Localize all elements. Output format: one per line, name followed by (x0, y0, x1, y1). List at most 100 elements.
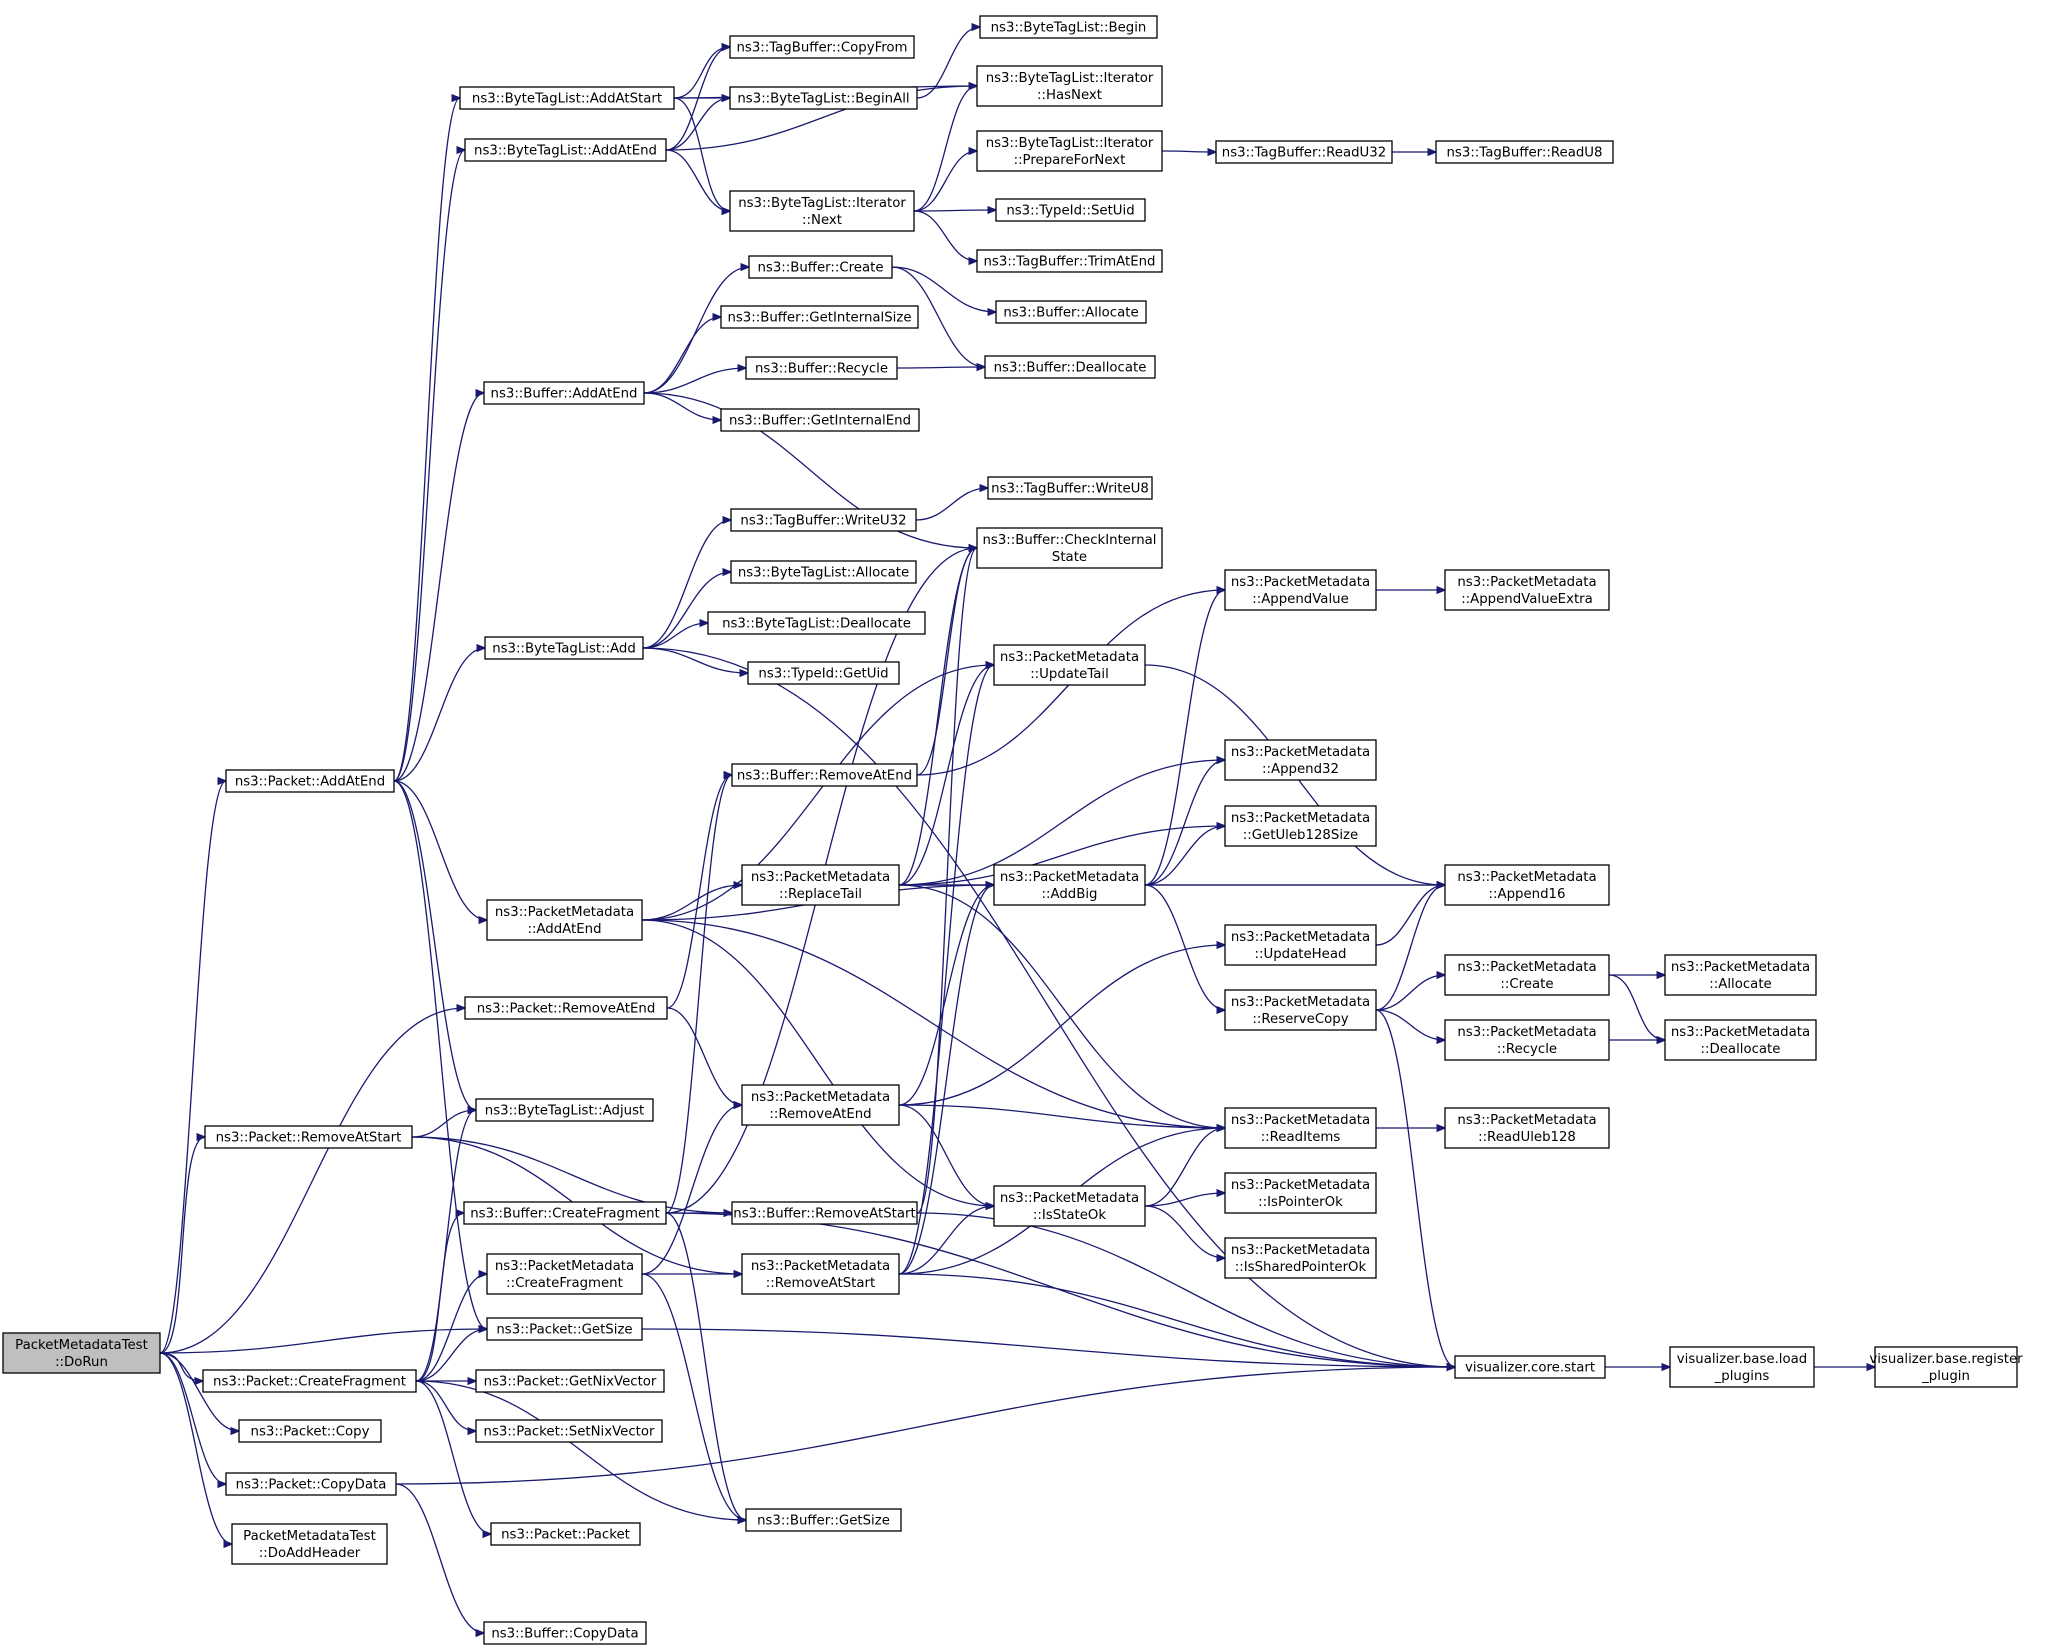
function-node[interactable]: ns3::ByteTagList::Adjust (475, 1098, 654, 1122)
node-box[interactable] (1224, 1237, 1377, 1279)
function-node[interactable]: ns3::PacketMetadata::Create (1444, 954, 1610, 996)
function-node[interactable]: ns3::PacketMetadata::GetUleb128Size (1224, 805, 1377, 847)
node-box[interactable] (993, 644, 1146, 686)
function-node[interactable]: ns3::PacketMetadata::RemoveAtStart (741, 1253, 900, 1295)
node-box[interactable] (720, 305, 919, 329)
function-node[interactable]: ns3::PacketMetadata::Allocate (1664, 954, 1817, 996)
function-node[interactable]: ns3::Buffer::RemoveAtEnd (731, 763, 918, 787)
function-node[interactable]: ns3::PacketMetadata::IsPointerOk (1224, 1172, 1377, 1214)
node-box[interactable] (993, 1185, 1146, 1227)
node-box[interactable] (741, 864, 900, 906)
node-box[interactable] (748, 255, 893, 279)
function-node[interactable]: ns3::Buffer::Create (748, 255, 893, 279)
node-box[interactable] (1664, 1019, 1817, 1061)
node-box[interactable] (225, 769, 395, 793)
function-node[interactable]: ns3::PacketMetadata::ReadItems (1224, 1107, 1377, 1149)
function-node[interactable]: ns3::ByteTagList::Allocate (730, 560, 917, 584)
node-box[interactable] (486, 1317, 643, 1341)
function-node[interactable]: ns3::ByteTagList::AddAtEnd (464, 138, 667, 162)
node-box[interactable] (1224, 569, 1377, 611)
node-box[interactable] (976, 130, 1163, 172)
node-box[interactable] (1224, 1172, 1377, 1214)
function-node[interactable]: ns3::Buffer::GetInternalEnd (720, 408, 920, 432)
node-box[interactable] (463, 1201, 667, 1225)
function-node[interactable]: ns3::PacketMetadata::ReplaceTail (741, 864, 900, 906)
function-node[interactable]: ns3::PacketMetadata::IsStateOk (993, 1185, 1146, 1227)
function-node[interactable]: visualizer.core.start (1454, 1355, 1606, 1379)
node-box[interactable] (1669, 1346, 1815, 1388)
node-box[interactable] (483, 381, 645, 405)
function-node[interactable]: ns3::Buffer::GetInternalSize (720, 305, 919, 329)
function-node[interactable]: ns3::PacketMetadata::AppendValue (1224, 569, 1377, 611)
function-node[interactable]: ns3::Buffer::Recycle (745, 356, 898, 380)
node-box[interactable] (1664, 954, 1817, 996)
node-box[interactable] (729, 190, 915, 232)
function-node[interactable]: ns3::PacketMetadata::AddAtEnd (486, 899, 643, 941)
node-box[interactable] (202, 1369, 417, 1393)
function-node[interactable]: visualizer.base.register_plugin (1869, 1346, 2023, 1388)
node-box[interactable] (231, 1523, 388, 1565)
function-node[interactable]: ns3::ByteTagList::AddAtStart (459, 86, 675, 110)
node-box[interactable] (1224, 924, 1377, 966)
function-node[interactable]: ns3::ByteTagList::Deallocate (707, 611, 926, 635)
node-box[interactable] (475, 1419, 663, 1443)
function-node[interactable]: PacketMetadataTest::DoRun (2, 1332, 161, 1374)
function-node[interactable]: ns3::Buffer::RemoveAtStart (731, 1201, 918, 1225)
node-box[interactable] (720, 408, 920, 432)
function-node[interactable]: ns3::PacketMetadata::Recycle (1444, 1019, 1610, 1061)
node-box[interactable] (730, 508, 917, 532)
function-node[interactable]: ns3::Packet::CopyData (225, 1472, 397, 1496)
function-node[interactable]: ns3::ByteTagList::Iterator::PrepareForNe… (976, 130, 1163, 172)
node-box[interactable] (1444, 864, 1610, 906)
function-node[interactable]: ns3::PacketMetadata::AppendValueExtra (1444, 569, 1610, 611)
function-node[interactable]: ns3::TagBuffer::ReadU8 (1435, 140, 1614, 164)
function-node[interactable]: ns3::Packet::SetNixVector (475, 1419, 663, 1443)
function-node[interactable]: ns3::PacketMetadata::UpdateTail (993, 644, 1146, 686)
function-node[interactable]: ns3::PacketMetadata::ReadUleb128 (1444, 1107, 1610, 1149)
function-node[interactable]: ns3::ByteTagList::Add (484, 636, 644, 660)
function-node[interactable]: ns3::Buffer::Allocate (995, 300, 1147, 324)
node-box[interactable] (745, 1508, 902, 1532)
node-box[interactable] (1454, 1355, 1606, 1379)
node-box[interactable] (741, 1253, 900, 1295)
function-node[interactable]: ns3::TypeId::SetUid (995, 198, 1146, 222)
node-box[interactable] (1435, 140, 1614, 164)
node-box[interactable] (993, 864, 1146, 906)
node-box[interactable] (1224, 989, 1377, 1031)
node-box[interactable] (1215, 140, 1393, 164)
node-box[interactable] (1444, 954, 1610, 996)
node-box[interactable] (1874, 1346, 2018, 1388)
function-node[interactable]: ns3::TagBuffer::ReadU32 (1215, 140, 1393, 164)
node-box[interactable] (987, 476, 1153, 500)
function-node[interactable]: ns3::PacketMetadata::Append16 (1444, 864, 1610, 906)
function-node[interactable]: ns3::Packet::CreateFragment (202, 1369, 417, 1393)
node-box[interactable] (745, 356, 898, 380)
node-box[interactable] (976, 65, 1163, 107)
node-box[interactable] (729, 86, 918, 110)
node-box[interactable] (731, 763, 918, 787)
function-node[interactable]: visualizer.base.load_plugins (1669, 1346, 1815, 1388)
function-node[interactable]: ns3::Packet::GetNixVector (475, 1369, 665, 1393)
function-node[interactable]: ns3::PacketMetadata::AddBig (993, 864, 1146, 906)
function-node[interactable]: ns3::ByteTagList::BeginAll (729, 86, 918, 110)
node-box[interactable] (238, 1419, 382, 1443)
node-box[interactable] (730, 560, 917, 584)
function-node[interactable]: ns3::Buffer::CreateFragment (463, 1201, 667, 1225)
node-box[interactable] (464, 996, 668, 1020)
function-node[interactable]: ns3::Buffer::GetSize (745, 1508, 902, 1532)
node-box[interactable] (490, 1522, 641, 1546)
node-box[interactable] (486, 1253, 643, 1295)
node-box[interactable] (464, 138, 667, 162)
function-node[interactable]: ns3::Packet::RemoveAtStart (204, 1125, 413, 1149)
node-box[interactable] (1224, 1107, 1377, 1149)
function-node[interactable]: PacketMetadataTest::DoAddHeader (231, 1523, 388, 1565)
function-node[interactable]: ns3::PacketMetadata::Append32 (1224, 739, 1377, 781)
function-node[interactable]: ns3::TypeId::GetUid (747, 661, 900, 685)
node-box[interactable] (741, 1084, 900, 1126)
function-node[interactable]: ns3::Buffer::CopyData (483, 1621, 647, 1645)
node-box[interactable] (1444, 569, 1610, 611)
function-node[interactable]: ns3::PacketMetadata::IsSharedPointerOk (1224, 1237, 1377, 1279)
node-box[interactable] (459, 86, 675, 110)
node-box[interactable] (1224, 805, 1377, 847)
